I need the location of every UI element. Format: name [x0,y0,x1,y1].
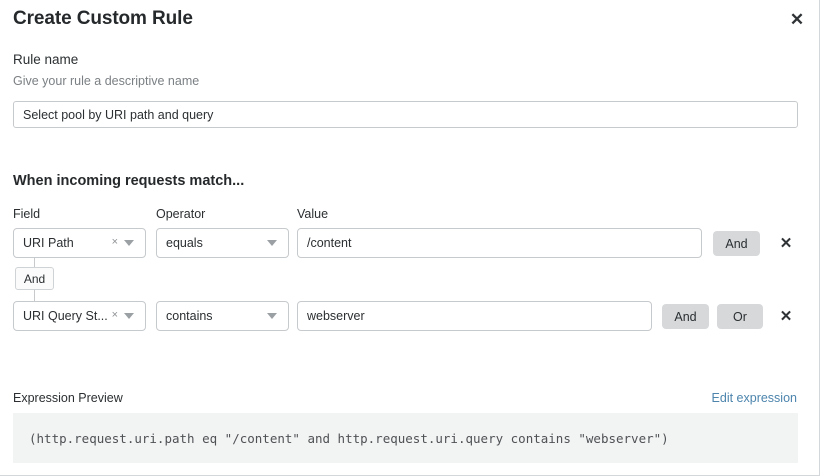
chevron-down-icon [267,313,277,319]
field-select-1[interactable]: URI Path × [13,228,146,258]
connector-and-badge[interactable]: And [15,267,54,290]
rule-name-hint: Give your rule a descriptive name [13,74,200,88]
chevron-down-icon [124,240,134,246]
chevron-down-icon [124,313,134,319]
expression-preview-box: (http.request.uri.path eq "/content" and… [13,413,798,463]
field-select-1-value: URI Path [23,236,74,250]
operator-select-1-value: equals [166,236,203,250]
column-header-value: Value [297,207,329,221]
clear-icon[interactable]: × [111,309,118,321]
match-section-heading: When incoming requests match... [13,173,245,189]
clear-icon[interactable]: × [111,236,118,248]
edit-expression-link[interactable]: Edit expression [711,391,797,405]
remove-condition-icon-2[interactable]: ✕ [775,304,797,328]
rule-name-label: Rule name [13,52,79,67]
operator-select-2-value: contains [166,309,213,323]
and-button-1[interactable]: And [713,231,760,256]
or-button-2[interactable]: Or [717,304,763,329]
field-select-2[interactable]: URI Query St... × [13,301,146,331]
value-input-1[interactable] [297,228,702,258]
column-header-operator: Operator [156,207,206,221]
operator-select-1[interactable]: equals [156,228,289,258]
value-input-2[interactable] [297,301,652,331]
expression-preview-text: (http.request.uri.path eq "/content" and… [29,430,669,446]
field-select-2-value: URI Query St... [23,309,108,323]
chevron-down-icon [267,240,277,246]
expression-preview-label: Expression Preview [13,391,123,405]
operator-select-2[interactable]: contains [156,301,289,331]
page-title: Create Custom Rule [13,8,193,29]
column-header-field: Field [13,207,41,221]
close-icon[interactable]: ✕ [785,7,809,31]
and-button-2[interactable]: And [662,304,709,329]
rule-name-input[interactable] [13,101,798,128]
remove-condition-icon-1[interactable]: ✕ [775,231,797,255]
